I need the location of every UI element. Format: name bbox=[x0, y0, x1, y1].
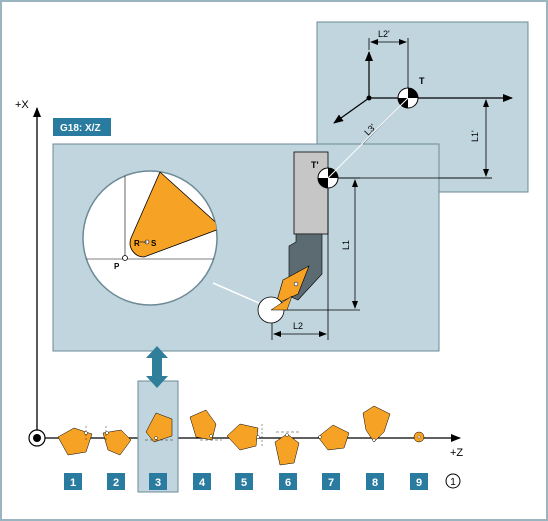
position-badge-9[interactable]: 9 bbox=[410, 473, 428, 490]
tool-shape-3 bbox=[145, 412, 175, 443]
svg-text:8: 8 bbox=[372, 477, 378, 489]
svg-text:5: 5 bbox=[241, 477, 247, 489]
position-badge-2[interactable]: 2 bbox=[107, 473, 125, 490]
panel-title-tab bbox=[53, 118, 111, 136]
x-axis-label: +X bbox=[15, 99, 29, 111]
tool-shape-1 bbox=[57, 426, 93, 456]
svg-text:4: 4 bbox=[199, 477, 206, 489]
label-t: T bbox=[419, 76, 425, 86]
note-marker-icon: 1 bbox=[445, 473, 461, 489]
svg-text:3: 3 bbox=[155, 477, 161, 489]
magnifier-detail: R S P bbox=[82, 170, 218, 306]
label-l2: L2 bbox=[293, 321, 303, 331]
tool-shape-9 bbox=[413, 431, 425, 443]
tool-insert bbox=[275, 265, 310, 305]
origin-icon bbox=[28, 429, 46, 447]
tool-shape-6 bbox=[274, 431, 300, 466]
position-badges[interactable]: 1 2 3 4 5 6 7 8 bbox=[64, 473, 428, 490]
position-badge-5[interactable]: 5 bbox=[235, 473, 253, 490]
tool-shape-8 bbox=[362, 405, 391, 443]
double-arrow-icon bbox=[146, 346, 168, 388]
main-panel: G18: X/Z T' L1 L2 bbox=[52, 97, 492, 352]
tool-position-shapes bbox=[57, 405, 425, 466]
label-t-prime: T' bbox=[311, 160, 319, 170]
label-l1-prime: L1' bbox=[470, 130, 480, 142]
note-marker-label: 1 bbox=[450, 477, 456, 488]
tool-shape-2 bbox=[102, 426, 132, 456]
z-axis-label: +Z bbox=[450, 447, 463, 459]
label-s: S bbox=[151, 239, 157, 248]
svg-text:9: 9 bbox=[416, 477, 422, 489]
svg-text:6: 6 bbox=[285, 477, 291, 489]
position-badge-4[interactable]: 4 bbox=[193, 473, 211, 490]
panel-title: G18: X/Z bbox=[60, 123, 101, 134]
svg-text:1: 1 bbox=[70, 477, 76, 489]
svg-text:7: 7 bbox=[328, 477, 334, 489]
position-badge-8[interactable]: 8 bbox=[366, 473, 384, 490]
tool-shape-5 bbox=[226, 423, 263, 451]
position-badge-1[interactable]: 1 bbox=[64, 473, 82, 490]
label-l2-prime: L2' bbox=[378, 29, 390, 39]
position-badge-7[interactable]: 7 bbox=[322, 473, 340, 490]
position-badge-3[interactable]: 3 bbox=[149, 473, 167, 490]
position-badge-6[interactable]: 6 bbox=[279, 473, 297, 490]
label-l1: L1 bbox=[341, 240, 351, 250]
label-p: P bbox=[114, 262, 120, 271]
tool-shape-7 bbox=[317, 424, 350, 451]
tool-shape-4 bbox=[189, 409, 222, 441]
svg-text:2: 2 bbox=[113, 477, 119, 489]
label-r: R bbox=[134, 239, 140, 248]
tool-holder bbox=[293, 151, 329, 235]
